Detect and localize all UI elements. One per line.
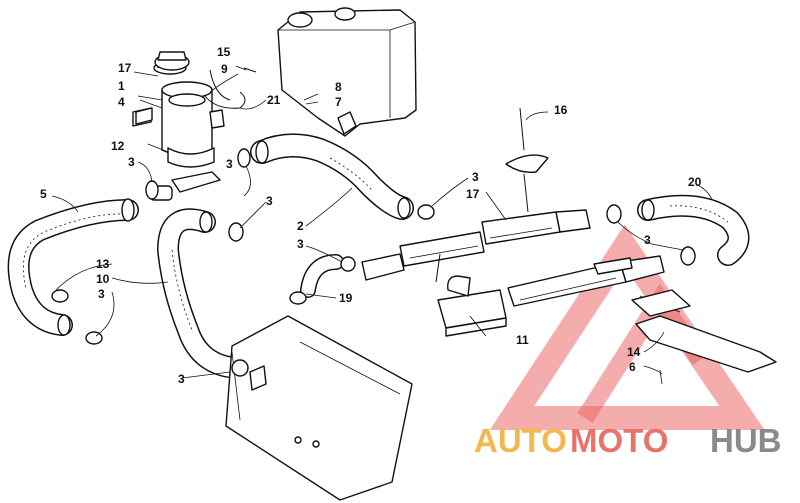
callout-9: 9	[221, 62, 228, 76]
watermark-auto: AUTO	[474, 422, 567, 459]
callout-2: 2	[297, 219, 304, 233]
callout-3-h: 3	[644, 233, 651, 247]
hose-upper	[250, 133, 414, 220]
callout-3-a: 3	[128, 155, 135, 169]
callout-3-d: 3	[266, 194, 273, 208]
mounting-plate	[225, 315, 413, 501]
callout-21: 21	[267, 93, 281, 107]
hose-center	[157, 208, 249, 379]
radiator-cap	[154, 51, 190, 71]
watermark-hub: HUB	[710, 422, 782, 459]
callout-15: 15	[217, 45, 231, 59]
heat-exchanger-middle	[361, 231, 485, 281]
watermark-text: AUTO MOTO HUB	[474, 422, 782, 459]
callout-16: 16	[554, 103, 568, 117]
callout-4: 4	[118, 95, 125, 109]
temp-sensor	[505, 154, 549, 174]
callout-5: 5	[40, 187, 47, 201]
callout-3-f: 3	[297, 237, 304, 251]
label-decal	[135, 107, 153, 125]
callout-10: 10	[96, 272, 110, 286]
bolt	[243, 67, 257, 73]
callout-1: 1	[118, 79, 125, 93]
callout-3-b: 3	[98, 287, 105, 301]
hose-left	[7, 198, 139, 336]
callout-14: 14	[627, 345, 641, 359]
callout-18: 17	[466, 187, 480, 201]
callout-20: 20	[688, 175, 702, 189]
hose-right	[637, 194, 750, 266]
callout-3-e: 3	[178, 372, 185, 386]
coolant-reservoir	[277, 7, 417, 137]
callout-3-g: 3	[472, 170, 479, 184]
elbow-fitting	[437, 275, 507, 337]
heat-exchanger-upper	[481, 209, 591, 245]
callout-3-c: 3	[226, 157, 233, 171]
callout-12: 12	[111, 139, 125, 153]
filler-neck-housing	[132, 61, 225, 201]
callout-8: 8	[335, 80, 342, 94]
heat-exchanger-lower	[507, 255, 665, 307]
hose-clamps	[51, 148, 696, 377]
callout-labels: 17 1 4 12 3 5 13 10 3 15 9 21 8 7 3 3 3 …	[40, 45, 702, 386]
watermark-moto: MOTO	[570, 422, 668, 459]
callout-19: 19	[339, 291, 353, 305]
callout-13: 13	[96, 257, 110, 271]
hose-short	[300, 254, 344, 298]
callout-11: 11	[516, 333, 529, 347]
callout-6: 6	[629, 360, 636, 374]
callout-17: 17	[118, 61, 132, 75]
skid-plate	[631, 289, 777, 385]
callout-7: 7	[335, 95, 342, 109]
leader-lines	[51, 65, 713, 379]
